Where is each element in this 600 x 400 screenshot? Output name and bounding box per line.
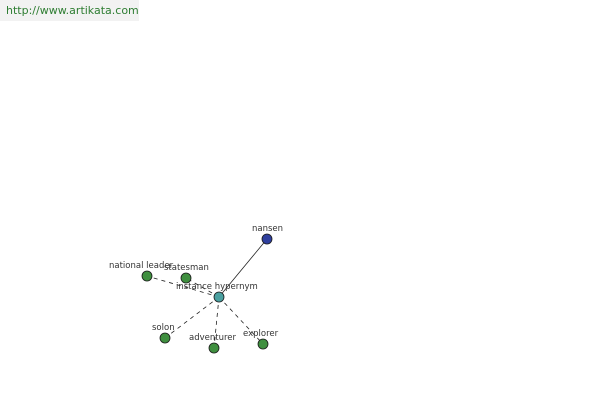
edge-explorer <box>218 296 264 345</box>
node-nansen[interactable] <box>261 233 273 245</box>
label-nansen: nansen <box>252 224 283 234</box>
label-solon: solon <box>152 323 175 333</box>
label-national-leader: national leader <box>109 261 174 271</box>
edge-solon <box>164 296 220 339</box>
label-statesman: statesman <box>164 263 209 273</box>
graph-nodes <box>141 233 273 354</box>
site-url-link[interactable]: http://www.artikata.com <box>6 4 139 17</box>
node-adventurer[interactable] <box>208 342 220 354</box>
label-adventurer: adventurer <box>189 333 237 343</box>
edge-nansen <box>218 238 268 298</box>
graph-edges <box>146 238 268 349</box>
url-banner: http://www.artikata.com <box>0 0 139 21</box>
node-national-leader[interactable] <box>141 270 153 282</box>
node-explorer[interactable] <box>257 338 269 350</box>
edge-adventurer <box>213 296 220 349</box>
node-solon[interactable] <box>159 332 171 344</box>
edge-statesman <box>185 277 220 298</box>
node-statesman[interactable] <box>180 272 192 284</box>
node-instance-hypernym[interactable] <box>213 291 225 303</box>
label-explorer: explorer <box>243 329 279 339</box>
label-instance-hypernym: instance hypernym <box>176 282 258 292</box>
